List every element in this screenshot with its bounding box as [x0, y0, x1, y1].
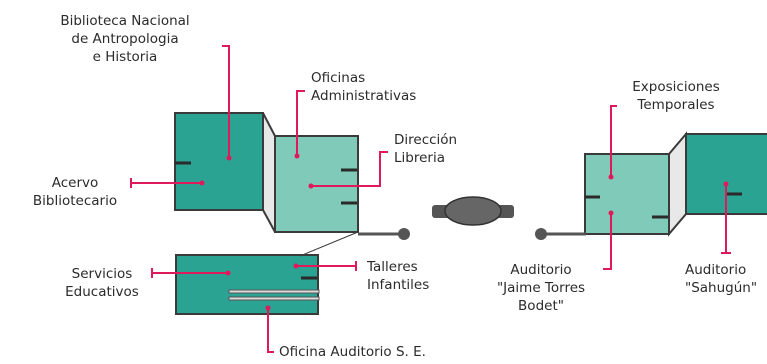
- label-line: Dirección: [394, 132, 458, 148]
- label-servicios-educativos: Servicios Educativos: [54, 265, 150, 301]
- label-direccion-libreria: Dirección Libreria: [394, 131, 457, 167]
- label-line: Infantiles: [367, 277, 430, 293]
- label-talleres-infantiles: Talleres Infantiles: [367, 258, 429, 294]
- label-oficinas-administrativas: Oficinas Administrativas: [311, 69, 416, 105]
- label-line: Exposiciones: [632, 79, 720, 95]
- label-auditorio-jaime-torres-bodet: Auditorio "Jaime Torres Bodet": [482, 261, 600, 315]
- label-line: Oficinas: [311, 70, 366, 86]
- handle-right: [535, 228, 586, 240]
- label-line: Bodet": [518, 298, 564, 314]
- label-line: Auditorio: [685, 262, 747, 278]
- label-line: e Historia: [92, 49, 158, 65]
- label-line: Acervo: [51, 175, 99, 191]
- label-auditorio-sahugun: Auditorio "Sahugún": [685, 261, 757, 297]
- label-line: Auditorio: [510, 262, 572, 278]
- label-acervo-bibliotecario: Acervo Bibliotecario: [20, 174, 130, 210]
- label-exposiciones-temporales: Exposiciones Temporales: [616, 78, 736, 114]
- label-line: Oficina Auditorio S. E.: [279, 344, 426, 360]
- label-line: Educativos: [65, 284, 139, 300]
- label-line: "Sahugún": [685, 280, 758, 296]
- label-line: Bibliotecario: [32, 193, 118, 209]
- label-line: Talleres: [367, 259, 418, 275]
- connector-biblioteca-oficinas: [262, 112, 276, 233]
- central-capsule: [432, 196, 514, 226]
- label-line: "Jaime Torres: [496, 280, 586, 296]
- label-line: Administrativas: [311, 88, 417, 104]
- room-oficinas-direccion: [274, 135, 359, 233]
- connector-exposiciones-sahugun: [668, 131, 687, 237]
- label-oficina-auditorio: Oficina Auditorio S. E.: [279, 343, 426, 361]
- label-line: de Antropologia: [71, 31, 179, 47]
- label-biblioteca-nacional: Biblioteca Nacional de Antropologia e Hi…: [30, 12, 220, 66]
- label-line: Temporales: [637, 97, 715, 113]
- label-line: Libreria: [394, 150, 445, 166]
- label-line: Servicios: [71, 266, 133, 282]
- handle-left: [358, 228, 410, 240]
- room-exposiciones: [584, 153, 670, 235]
- label-line: Biblioteca Nacional: [60, 13, 190, 29]
